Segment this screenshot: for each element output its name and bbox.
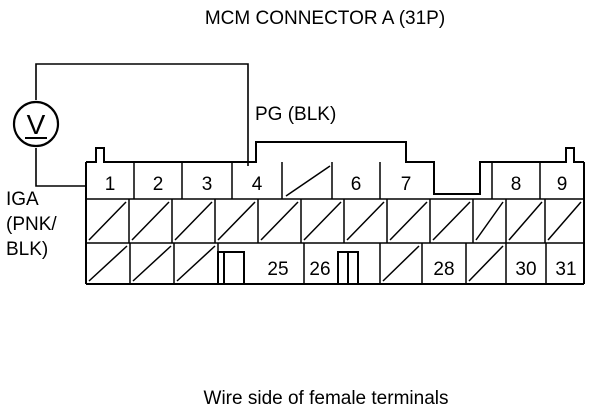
terminal-30: 30 (515, 259, 536, 280)
iga-label-line1: IGA (6, 189, 39, 210)
connector-keyways (217, 251, 359, 284)
diagram-title: MCM CONNECTOR A (31P) (205, 8, 445, 29)
connector-housing (85, 141, 585, 285)
terminal-8: 8 (511, 174, 522, 195)
iga-label-line2: (PNK/ (6, 214, 57, 235)
terminal-28: 28 (433, 259, 454, 280)
terminal-7: 7 (401, 174, 412, 195)
terminal-2: 2 (153, 174, 164, 195)
row3-grid (88, 243, 547, 284)
voltmeter-symbol: V (27, 109, 46, 140)
row1-grid (86, 162, 584, 200)
meter-positive-wire (35, 63, 249, 166)
meter-negative-wire (35, 148, 86, 187)
terminal-25: 25 (267, 259, 288, 280)
terminal-6: 6 (351, 174, 362, 195)
diagram-caption: Wire side of female terminals (204, 388, 449, 409)
terminal-4: 4 (252, 174, 263, 195)
terminal-1: 1 (105, 174, 116, 195)
terminal-31: 31 (555, 259, 576, 280)
empty-cell-5 (285, 165, 331, 197)
terminal-3: 3 (202, 174, 213, 195)
iga-label-line3: BLK) (6, 239, 48, 260)
pg-wire-label: PG (BLK) (255, 104, 336, 125)
terminal-9: 9 (557, 174, 568, 195)
row2-grid (86, 199, 584, 244)
terminal-26: 26 (309, 259, 330, 280)
voltmeter-icon: V (12, 100, 60, 148)
